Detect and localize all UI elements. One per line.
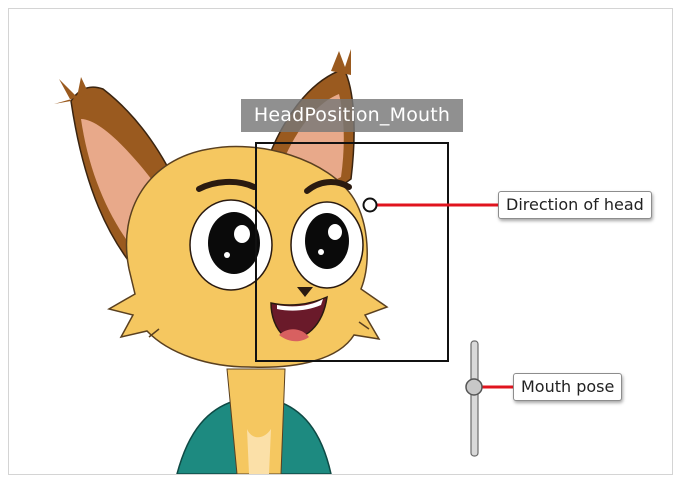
mouth (270, 295, 328, 342)
head-position-box[interactable] (255, 142, 449, 362)
mouth-pose-slider[interactable] (465, 340, 515, 457)
left-eyebrow (196, 179, 257, 192)
mouth-pose-callout: Mouth pose (513, 373, 623, 401)
character-scene (54, 49, 515, 474)
right-eye (290, 201, 364, 289)
left-eye (189, 199, 273, 291)
direction-handle[interactable] (362, 197, 378, 213)
direction-of-head-callout: Direction of head (498, 191, 652, 219)
slider-track[interactable] (470, 340, 479, 457)
canvas-viewport: HeadPosition_Mouth Direction of head Mou… (8, 8, 673, 475)
slider-knob[interactable] (465, 378, 483, 396)
cheek-fur-lines (148, 321, 370, 338)
nose (297, 287, 313, 297)
right-eyebrow (304, 179, 352, 194)
node-label: HeadPosition_Mouth (241, 99, 463, 132)
chest-fluff (247, 429, 271, 474)
neck (226, 368, 286, 474)
